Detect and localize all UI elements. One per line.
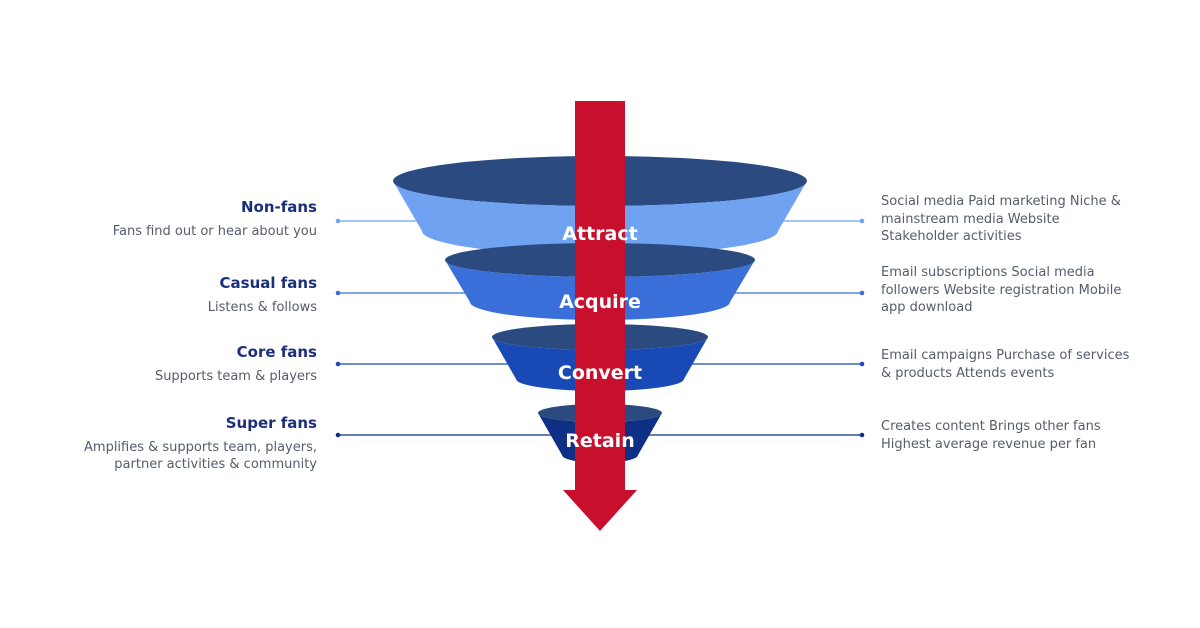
connector-dot xyxy=(335,218,341,224)
segment-title: Core fans xyxy=(236,343,317,361)
connector-dot xyxy=(335,361,341,367)
connector-dot xyxy=(859,218,865,224)
channels-retain: Creates content Brings other fans Highes… xyxy=(881,419,1101,452)
segment-desc: Fans find out or hear about you xyxy=(112,224,317,239)
segment-title: Casual fans xyxy=(219,274,317,292)
segment-casual-fans: Casual fans Listens & follows xyxy=(57,274,317,316)
connector-dot xyxy=(859,361,865,367)
segment-super-fans: Super fans Amplifies & supports team, pl… xyxy=(77,414,317,473)
connector-dot xyxy=(335,290,341,296)
stage-label-acquire: Acquire xyxy=(559,291,641,313)
connector-dot xyxy=(859,432,865,438)
connector-dot xyxy=(335,432,341,438)
red-arrow xyxy=(563,101,637,531)
segment-title: Non-fans xyxy=(240,198,317,216)
segment-title: Super fans xyxy=(225,414,317,432)
stage-label-convert: Convert xyxy=(558,362,642,384)
segment-desc: Supports team & players xyxy=(154,369,317,384)
channels-acquire: Email subscriptions Social media followe… xyxy=(881,265,1122,315)
channels-attract: Social media Paid marketing Niche & main… xyxy=(881,194,1121,244)
connector-dot xyxy=(859,290,865,296)
stage-label-retain: Retain xyxy=(565,430,634,452)
stage-label-attract: Attract xyxy=(562,223,637,245)
segment-nonfans: Non-fans Fans find out or hear about you xyxy=(57,198,317,240)
segment-desc: Amplifies & supports team, players, part… xyxy=(84,440,317,472)
segment-desc: Listens & follows xyxy=(207,300,317,315)
segment-core-fans: Core fans Supports team & players xyxy=(57,343,317,385)
channels-convert: Email campaigns Purchase of services & p… xyxy=(881,348,1130,381)
